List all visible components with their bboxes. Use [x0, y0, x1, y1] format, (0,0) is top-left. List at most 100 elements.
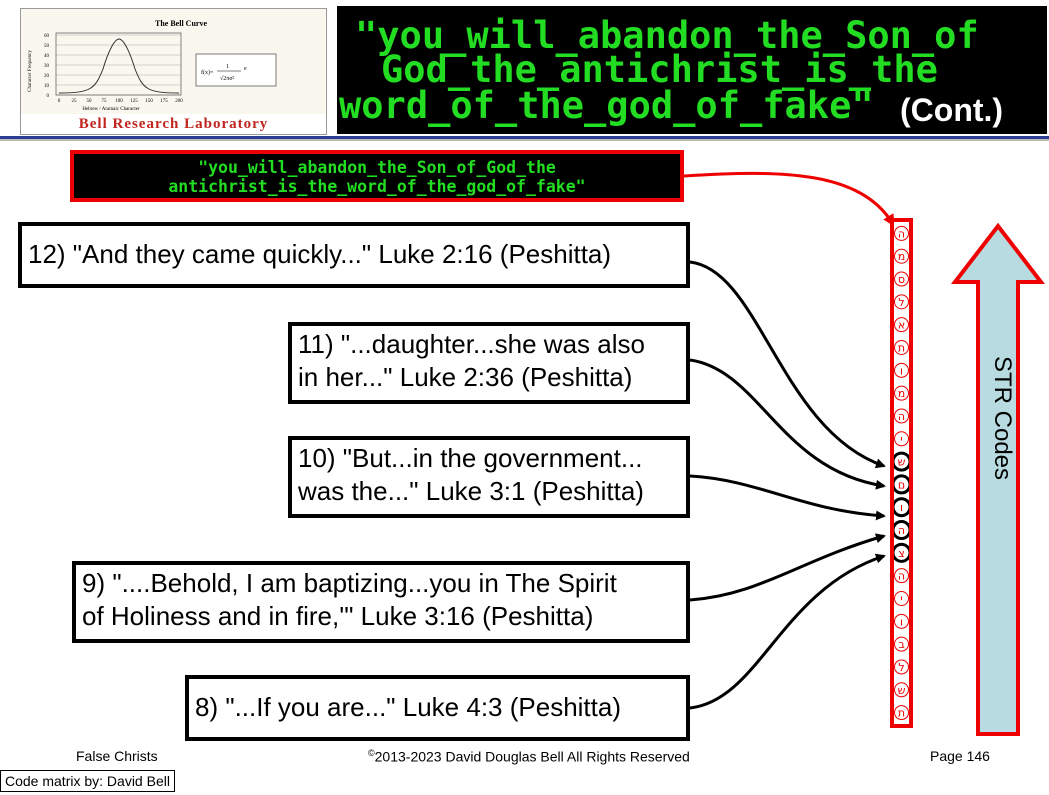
code-letter: ת: [898, 342, 905, 355]
logo-x-tick: 125: [130, 99, 138, 104]
str-arrow: [950, 222, 1046, 736]
footer-copyright: ©2013-2023 David Douglas Bell All Rights…: [368, 748, 690, 765]
logo-x-tick: 75: [102, 99, 108, 104]
code-letter-circle-highlighted: [894, 497, 909, 518]
code-letter: מ: [898, 250, 905, 263]
logo-y-tick: 10: [44, 84, 50, 89]
code-letter: צ: [898, 547, 905, 560]
logo-y-tick: 20: [44, 74, 50, 79]
svg-text:√2πσ²: √2πσ²: [220, 75, 235, 82]
citation-11: 11) "...daughter...she was also in her..…: [288, 322, 690, 404]
svg-text:e: e: [244, 66, 247, 72]
citation-10: 10) "But...in the government... was the.…: [288, 436, 690, 518]
code-letter: ה: [898, 524, 905, 537]
code-letter-circle: [894, 659, 909, 675]
title-line-2: God_the_antichrist_is_the: [381, 48, 938, 91]
code-letter-circle: [894, 613, 909, 629]
logo-y-tick: 60: [44, 34, 50, 39]
code-letter-circle: [894, 591, 909, 606]
code-letter: ה: [898, 410, 905, 423]
code-letter: ש: [898, 684, 906, 697]
code-letter-circle-highlighted: [894, 542, 909, 563]
logo-y-tick: 30: [44, 64, 50, 69]
code-letter: ו: [900, 364, 903, 377]
citation-9: 9) "....Behold, I am baptizing...you in …: [72, 561, 690, 643]
code-letter: ה: [898, 570, 905, 583]
bell-research-logo: The Bell Curve Character Frequency 60 50 4…: [20, 8, 327, 135]
logo-x-tick: 100: [115, 99, 123, 104]
footer-left: False Christs: [76, 748, 158, 764]
logo-x-label: Hebrew / Aramaic Character: [82, 107, 140, 112]
code-letter-circle: [894, 340, 909, 355]
code-letter: ל: [898, 661, 904, 674]
code-letter: ו: [900, 615, 903, 628]
code-letter: מ: [898, 387, 905, 400]
code-letter-circle: [894, 682, 909, 698]
citation-10-arrow: [689, 474, 886, 521]
citation-12: 12) "And they came quickly..." Luke 2:16…: [18, 222, 690, 288]
code-letter: א: [898, 319, 905, 332]
code-letter-circle: [894, 408, 909, 424]
logo-x-tick: 25: [72, 99, 78, 104]
code-letter: ל: [898, 296, 904, 309]
sequence-box: "you_will_abandon_the_Son_of_God_the ant…: [70, 150, 684, 202]
citation-8-arrow: [689, 553, 886, 710]
code-letter-circle: [894, 248, 909, 264]
logo-x-tick: 50: [87, 99, 93, 104]
code-letter-circle: [894, 362, 909, 378]
svg-text:f(x)=: f(x)=: [201, 69, 214, 76]
logo-y-tick: 40: [44, 54, 50, 59]
header-rule-shadow: [0, 139, 1049, 141]
logo-banner: Bell Research Laboratory: [21, 114, 326, 134]
code-letter: ת: [898, 707, 905, 720]
code-letter: ב: [898, 638, 904, 651]
citation-11-arrow: [689, 358, 886, 490]
code-letter-circle-highlighted: [894, 474, 909, 495]
code-letter: ו: [900, 501, 903, 514]
logo-x-tick: 200: [175, 99, 183, 104]
code-letter: י: [900, 433, 902, 446]
title-line-1: "you_will_abandon_the_Son_of: [355, 14, 979, 57]
code-letter-circle: [894, 568, 909, 584]
code-letter: י: [900, 593, 902, 606]
logo-x-tick: 150: [145, 99, 153, 104]
code-letter: ס: [898, 273, 905, 286]
footer-page: Page 146: [930, 748, 990, 764]
formula-box: [195, 53, 277, 87]
sequence-line-2: antichrist_is_the_word_of_the_god_of_fak…: [168, 177, 586, 196]
code-letter-circle-highlighted: [894, 451, 909, 472]
code-matrix-credit: Code matrix by: David Bell: [0, 770, 175, 792]
code-letter-circle: [894, 431, 909, 447]
code-letter-circle: [894, 225, 909, 241]
logo-y-label: Character Frequency: [28, 50, 33, 92]
title-box: "you_will_abandon_the_Son_of God_the_ant…: [337, 6, 1047, 134]
code-letter-circle: [894, 385, 909, 401]
code-letter: ש: [898, 456, 906, 469]
title-line-3: word_of_the_god_of_fake": [339, 84, 874, 127]
code-letter-circle: [894, 271, 909, 287]
citation-9-arrow: [689, 533, 886, 602]
logo-y-tick: 0: [47, 94, 50, 99]
logo-y-tick: 50: [44, 44, 50, 49]
header-rule: [0, 136, 1049, 139]
logo-chart-title: The Bell Curve: [155, 19, 207, 28]
code-letter-circle: [894, 294, 909, 310]
code-letter-circle-highlighted: [894, 520, 909, 541]
logo-x-tick: 0: [58, 99, 61, 104]
code-letter-circle: [894, 705, 909, 721]
logo-x-tick: 175: [160, 99, 168, 104]
bell-curve-mini-chart: The Bell Curve Character Frequency 60 50 4…: [28, 19, 277, 112]
svg-text:1: 1: [226, 64, 229, 70]
code-letter-circle: [894, 636, 909, 652]
title-cont: (Cont.): [900, 92, 1004, 128]
citation-8: 8) "...If you are..." Luke 4:3 (Peshitta…: [185, 675, 690, 741]
sequence-arrow: [683, 171, 895, 227]
sequence-line-1: "you_will_abandon_the_Son_of_God_the: [198, 158, 556, 177]
code-letter: ם: [898, 478, 905, 491]
citation-12-arrow: [689, 260, 886, 469]
code-letter-circle: [894, 317, 909, 333]
code-letter: ה: [898, 227, 905, 240]
